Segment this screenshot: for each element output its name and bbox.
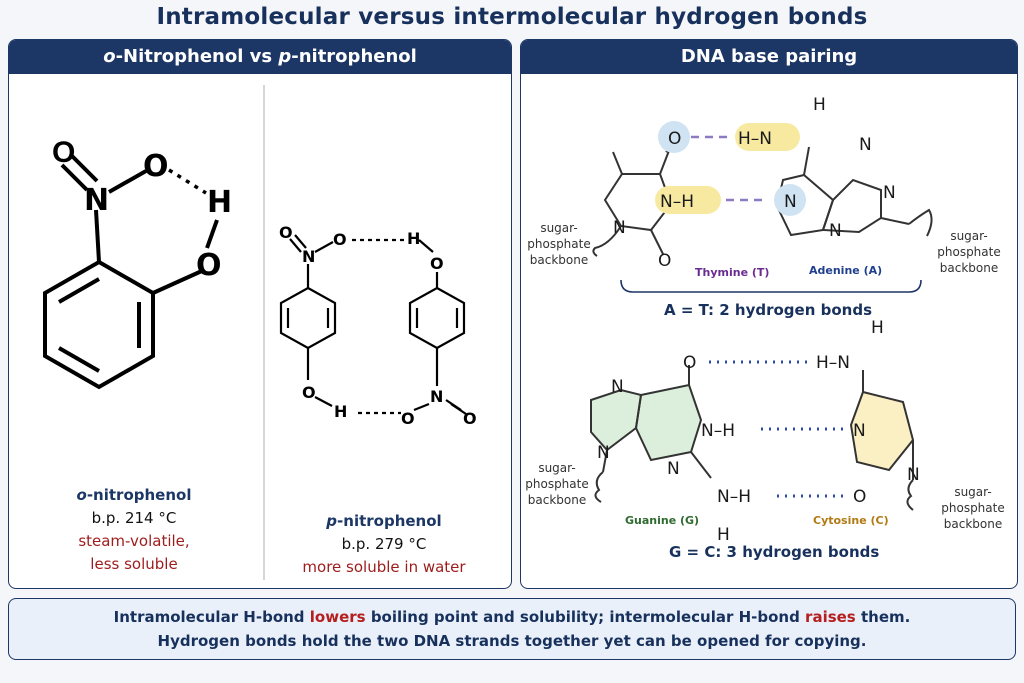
at-n-adenine-top: N: [859, 135, 872, 155]
gc-n-guanine-ring: N: [667, 459, 680, 479]
para-bp: b.p. 279 °C: [341, 535, 427, 553]
page-title: Intramolecular versus intermolecular hyd…: [156, 4, 868, 30]
gc-guanine-label: Guanine (G): [625, 514, 699, 527]
nitrophenol-panel: o-Nitrophenol vs p-nitrophenol O N O H O: [8, 39, 512, 589]
para-caption: p-nitrophenol b.p. 279 °C more soluble i…: [269, 510, 499, 579]
svg-text:backbone: backbone: [530, 253, 588, 267]
svg-text:H: H: [334, 402, 347, 421]
dna-panel: DNA base pairing: [520, 39, 1018, 589]
gc-n-guanine-left: N: [597, 443, 610, 463]
svg-text:phosphate: phosphate: [525, 477, 588, 491]
ortho-h: H: [207, 185, 232, 220]
at-adenine-label: Adenine (A): [809, 264, 882, 277]
svg-text:sugar-: sugar-: [538, 461, 575, 475]
svg-text:phosphate: phosphate: [941, 501, 1004, 515]
at-o-thymine-bottom: O: [658, 251, 671, 271]
gc-summary: G = C: 3 hydrogen bonds: [669, 543, 879, 561]
guanine-cytosine-pair: [590, 360, 915, 511]
at-o-thymine: O: [668, 129, 681, 149]
footer-line-1: Intramolecular H-bond lowers boiling poi…: [113, 608, 911, 626]
at-n-adenine-lower: N: [829, 221, 842, 241]
svg-text:phosphate: phosphate: [937, 245, 1000, 259]
svg-text:O: O: [401, 409, 415, 428]
gc-hn-cytosine: H–N: [816, 353, 850, 373]
nitrophenol-panel-heading: o-Nitrophenol vs p-nitrophenol: [9, 40, 511, 74]
gc-nh-guanine: N–H: [701, 421, 735, 441]
gc-n-cytosine-ring: N: [907, 465, 920, 485]
at-n-adenine: N: [784, 192, 797, 212]
ortho-name: o-nitrophenol: [76, 486, 192, 504]
svg-text:O: O: [333, 230, 347, 249]
thymine-adenine-pair: [592, 121, 933, 257]
gc-o-cytosine: O: [853, 487, 866, 507]
svg-text:sugar-: sugar-: [954, 485, 991, 499]
gc-n-guanine-top: N: [611, 377, 624, 397]
ortho-o-single: O: [143, 149, 169, 184]
gc-h-top: H: [871, 318, 884, 338]
ortho-nitrophenol-structure: [43, 154, 219, 390]
svg-text:phosphate: phosphate: [527, 237, 590, 251]
at-h-top: H: [813, 95, 826, 115]
ortho-caption: o-nitrophenol b.p. 214 °C steam-volatile…: [29, 484, 239, 576]
para-atom-labels: O N O H O O H N O O: [279, 223, 477, 428]
at-summary: A = T: 2 hydrogen bonds: [664, 301, 872, 319]
svg-text:H: H: [407, 229, 420, 248]
at-n-thymine-ring: N: [613, 218, 626, 238]
at-bracket: [620, 279, 922, 293]
gc-h-bottom: H: [717, 525, 730, 545]
ortho-note-1: steam-volatile,: [78, 532, 190, 550]
svg-text:backbone: backbone: [528, 493, 586, 507]
summary-footer: Intramolecular H-bond lowers boiling poi…: [8, 598, 1016, 660]
svg-text:O: O: [302, 383, 316, 402]
at-thymine-label: Thymine (T): [695, 266, 769, 279]
svg-text:N: N: [430, 387, 443, 406]
dna-panel-heading: DNA base pairing: [521, 40, 1017, 74]
svg-text:N: N: [302, 247, 315, 266]
gc-n-cytosine: N: [853, 421, 866, 441]
ortho-o-double: O: [52, 136, 75, 169]
dna-base-pairs: O H–N H N–H N N O N N N Thymine (T) Aden…: [525, 95, 1004, 561]
ortho-bp: b.p. 214 °C: [91, 509, 177, 527]
svg-text:backbone: backbone: [944, 517, 1002, 531]
svg-text:O: O: [430, 254, 444, 273]
svg-text:sugar-: sugar-: [540, 221, 577, 235]
nitrophenol-structures: O N O H O: [43, 85, 477, 580]
svg-text:backbone: backbone: [940, 261, 998, 275]
footer-line-2: Hydrogen bonds hold the two DNA strands …: [157, 632, 867, 650]
svg-text:sugar-: sugar-: [950, 229, 987, 243]
para-name: p-nitrophenol: [326, 512, 442, 530]
gc-nh-guanine-amine: N–H: [717, 487, 751, 507]
at-hn-adenine: H–N: [738, 129, 772, 149]
ortho-o-phenol: O: [196, 248, 222, 283]
para-nitrophenol-dimer: [279, 234, 467, 415]
svg-text:O: O: [463, 409, 477, 428]
para-note: more soluble in water: [302, 558, 466, 576]
ortho-note-2: less soluble: [90, 555, 178, 573]
at-n-adenine-right: N: [883, 183, 896, 203]
gc-cytosine-label: Cytosine (C): [813, 514, 889, 527]
svg-text:O: O: [279, 223, 293, 242]
at-nh-thymine: N–H: [660, 192, 694, 212]
gc-o-guanine: O: [683, 353, 696, 373]
ortho-n: N: [84, 183, 109, 218]
